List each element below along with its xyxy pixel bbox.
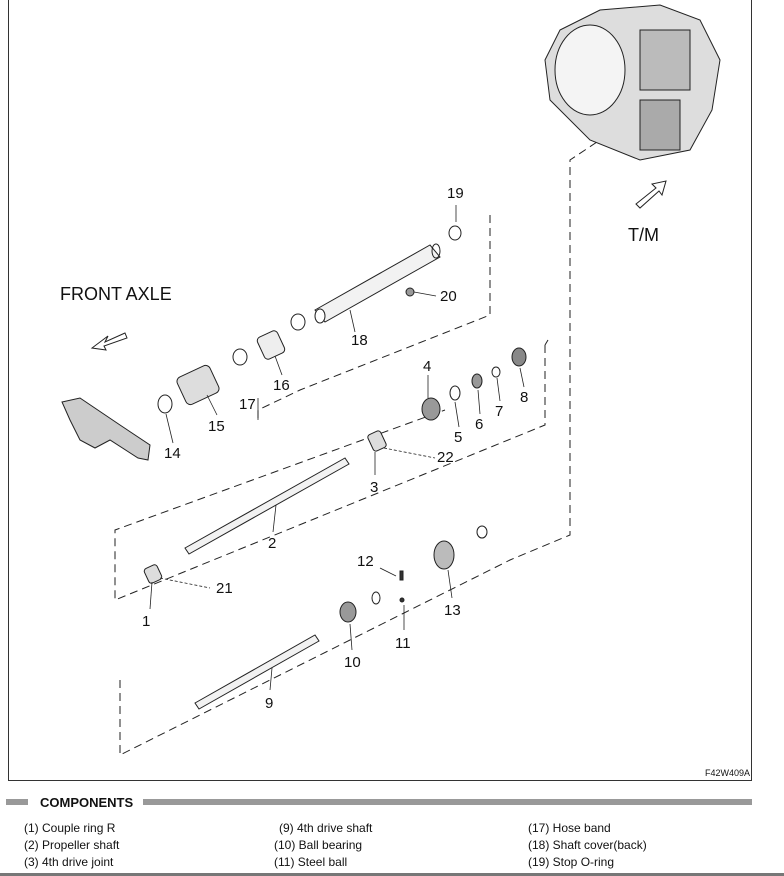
callout-17: 17	[239, 396, 256, 413]
component-item: (18) Shaft cover(back)	[528, 838, 647, 852]
callout-15: 15	[208, 418, 225, 435]
callout-2: 2	[268, 535, 276, 552]
component-item: (10) Ball bearing	[274, 838, 363, 852]
callout-11: 11	[395, 635, 411, 652]
hose-band	[290, 313, 306, 331]
component-item: (3) 4th drive joint	[24, 855, 114, 869]
callout-14: 14	[164, 445, 181, 462]
stop-o-ring	[448, 225, 462, 241]
callout-8: 8	[520, 389, 528, 406]
component-item: (11) Steel ball	[274, 855, 348, 869]
components-column-3: (17) Hose band (18) Shaft cover(back) (1…	[528, 820, 647, 871]
part-callouts: 1 2 3 4 5 6 7 8 9 10 11 12 13 14 15 16 1…	[142, 185, 528, 712]
callout-6: 6	[475, 416, 483, 433]
callout-18: 18	[351, 332, 368, 349]
callout-13: 13	[444, 602, 461, 619]
component-item: (9) 4th drive shaft	[279, 821, 373, 835]
header-bar	[143, 799, 752, 805]
components-header: COMPONENTS	[6, 794, 752, 810]
component-item: (1) Couple ring R	[24, 821, 116, 835]
front-axle-label: FRONT AXLE	[60, 284, 172, 304]
header-bar	[6, 799, 28, 805]
page-cutoff-bar	[0, 873, 784, 876]
callout-3: 3	[370, 479, 378, 496]
callout-19: 19	[447, 185, 464, 202]
o-ring	[157, 394, 173, 414]
callout-20: 20	[440, 288, 457, 305]
bolt	[405, 287, 415, 297]
callout-16: 16	[273, 377, 290, 394]
callout-22: 22	[437, 449, 454, 466]
shaft-cover-back	[314, 244, 441, 323]
components-column-2: (9) 4th drive shaft (10) Ball bearing (1…	[274, 820, 372, 871]
shaft-cover-front	[176, 364, 220, 406]
tm-label: T/M	[628, 225, 659, 245]
callout-5: 5	[454, 429, 462, 446]
component-item: (17) Hose band	[528, 821, 611, 835]
callout-12: 12	[357, 553, 374, 570]
transmission-case	[544, 4, 721, 161]
4th-drive-shaft	[194, 634, 320, 710]
callout-4: 4	[423, 358, 431, 375]
tm-direction-arrow	[635, 180, 667, 209]
components-column-1: (1) Couple ring R (2) Propeller shaft (3…	[24, 820, 119, 871]
exploded-parts-diagram: FRONT AXLE T/M 1 2 3 4 5 6 7 8 9 10 11 1…	[60, 4, 721, 756]
callout-21: 21	[216, 580, 233, 597]
front-axle-direction-arrow	[90, 332, 128, 351]
callout-1: 1	[142, 613, 150, 630]
figure-id: F42W409A	[704, 768, 750, 778]
propeller-shaft	[184, 457, 350, 555]
diagram-frame	[8, 0, 752, 781]
component-item: (19) Stop O-ring	[528, 855, 615, 869]
callout-7: 7	[495, 403, 503, 420]
hose-band	[232, 348, 248, 366]
front-yoke	[61, 397, 151, 461]
bearing-housing	[433, 540, 455, 570]
callout-10: 10	[344, 654, 361, 671]
components-title: COMPONENTS	[40, 794, 134, 810]
component-item: (2) Propeller shaft	[24, 838, 120, 852]
callout-9: 9	[265, 695, 273, 712]
